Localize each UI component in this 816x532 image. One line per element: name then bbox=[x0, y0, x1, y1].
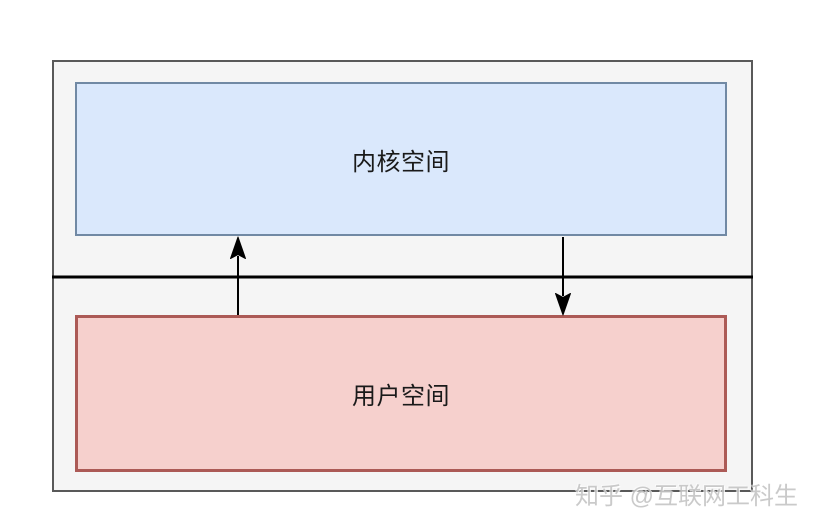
kernel-space-box: 内核空间 bbox=[75, 82, 727, 236]
user-space-box: 用户空间 bbox=[75, 315, 727, 472]
watermark: 知乎 @互联网工科生 bbox=[574, 483, 798, 510]
kernel-space-label: 内核空间 bbox=[352, 148, 450, 176]
user-space-label: 用户空间 bbox=[352, 383, 450, 410]
